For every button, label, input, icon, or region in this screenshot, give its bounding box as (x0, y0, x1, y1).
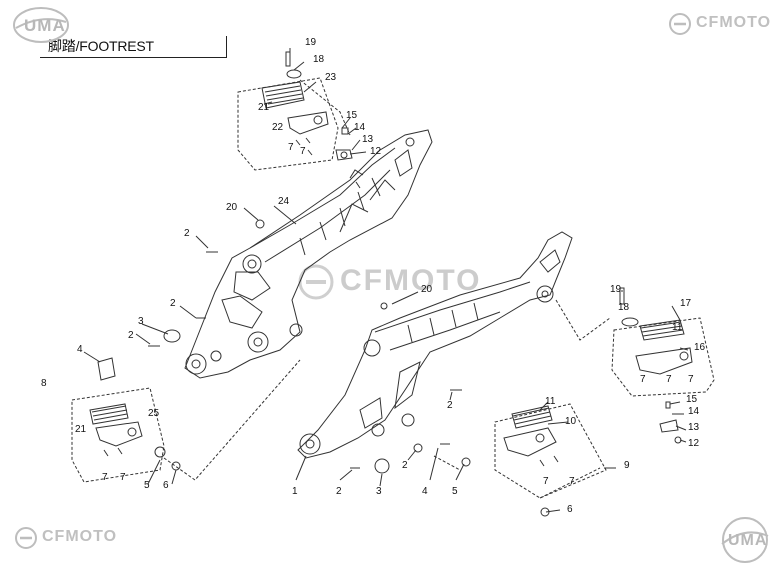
uma-badge-bottom-right: UMA (716, 516, 774, 563)
callout-number: 6 (163, 480, 169, 491)
callout-number: 2 (170, 298, 176, 309)
callout-number: 7 (569, 476, 575, 487)
callout-number: 3 (138, 316, 144, 327)
callout-number: 7 (666, 374, 672, 385)
callout-number: 7 (543, 476, 549, 487)
callout-number: 21 (75, 424, 87, 435)
title-box: 脚踏/FOOTREST (40, 36, 227, 58)
callout-number: 8 (41, 378, 47, 389)
cfmoto-emblem-icon (669, 13, 691, 35)
callout-number: 4 (77, 344, 83, 355)
brand-bottom-left-text: CFMOTO (42, 528, 118, 545)
callout-number: 16 (694, 342, 706, 353)
uma-logo-icon (13, 7, 69, 43)
callout-number: 7 (640, 374, 646, 385)
callout-number: 23 (325, 72, 337, 83)
cfmoto-emblem-icon (15, 527, 37, 549)
right-heel-guard-inset (611, 287, 715, 444)
callout-number: 2 (447, 400, 453, 411)
brand-bottom-left: CFMOTO (14, 526, 126, 550)
callout-number: 12 (370, 146, 382, 157)
callout-number: 10 (565, 416, 577, 427)
callout-number: 15 (686, 394, 698, 405)
callout-number: 5 (452, 486, 458, 497)
callout-number: 12 (688, 438, 700, 449)
upper-bolt-stack (285, 51, 353, 161)
left-bracket (184, 129, 433, 379)
callout-number: 13 (688, 422, 700, 433)
uma-badge-text: UMA (24, 16, 66, 35)
callout-number: 20 (226, 202, 238, 213)
callout-number: 9 (624, 460, 630, 471)
callout-number: 18 (618, 302, 630, 313)
callout-number: 5 (144, 480, 150, 491)
leader-lines (163, 299, 611, 499)
callout-number: 6 (567, 504, 573, 515)
callout-number: 2 (336, 486, 342, 497)
callout-number: 18 (313, 54, 325, 65)
callout-number: 17 (680, 298, 692, 309)
callout-number: 2 (184, 228, 190, 239)
upper-heel-guard-inset (237, 77, 339, 171)
callout-number: 2 (128, 330, 134, 341)
callout-number: 4 (422, 486, 428, 497)
watermark: CFMOTO (296, 262, 536, 302)
brand-top-right: CFMOTO (668, 12, 780, 36)
loose-parts (97, 219, 471, 474)
uma-badge-top-left: UMA (12, 6, 70, 44)
callout-number: 7 (102, 472, 108, 483)
callout-number: 7 (300, 146, 306, 157)
lower-right-footpeg-inset (494, 403, 607, 517)
callout-number: 20 (421, 284, 433, 295)
callout-number: 19 (610, 284, 622, 295)
callout-number: 7 (288, 142, 294, 153)
right-bracket (297, 231, 573, 459)
callout-number: 25 (148, 408, 160, 419)
upper-footpeg (261, 81, 329, 156)
callout-number: 14 (688, 406, 700, 417)
callout-number: 11 (672, 322, 683, 333)
callout-number: 7 (688, 374, 694, 385)
uma-logo-icon (721, 517, 769, 563)
callout-number: 7 (120, 472, 126, 483)
callout-number: 15 (346, 110, 358, 121)
uma-badge-text: UMA (728, 532, 768, 549)
callout-number: 21 (258, 102, 270, 113)
callout-number: 14 (354, 122, 366, 133)
callout-number: 13 (362, 134, 374, 145)
watermark-text: CFMOTO (340, 264, 482, 297)
callout-number: 3 (376, 486, 382, 497)
lower-left-footpeg-inset (71, 387, 181, 483)
callout-number: 11 (545, 396, 556, 407)
callout-number: 2 (402, 460, 408, 471)
brand-top-right-text: CFMOTO (696, 14, 772, 31)
callout-number: 19 (305, 37, 317, 48)
callout-leaders (83, 48, 689, 513)
callout-number: 24 (278, 196, 290, 207)
page-title: 脚踏/FOOTREST (48, 38, 154, 54)
callout-number: 22 (272, 122, 284, 133)
callout-number: 1 (292, 486, 298, 497)
